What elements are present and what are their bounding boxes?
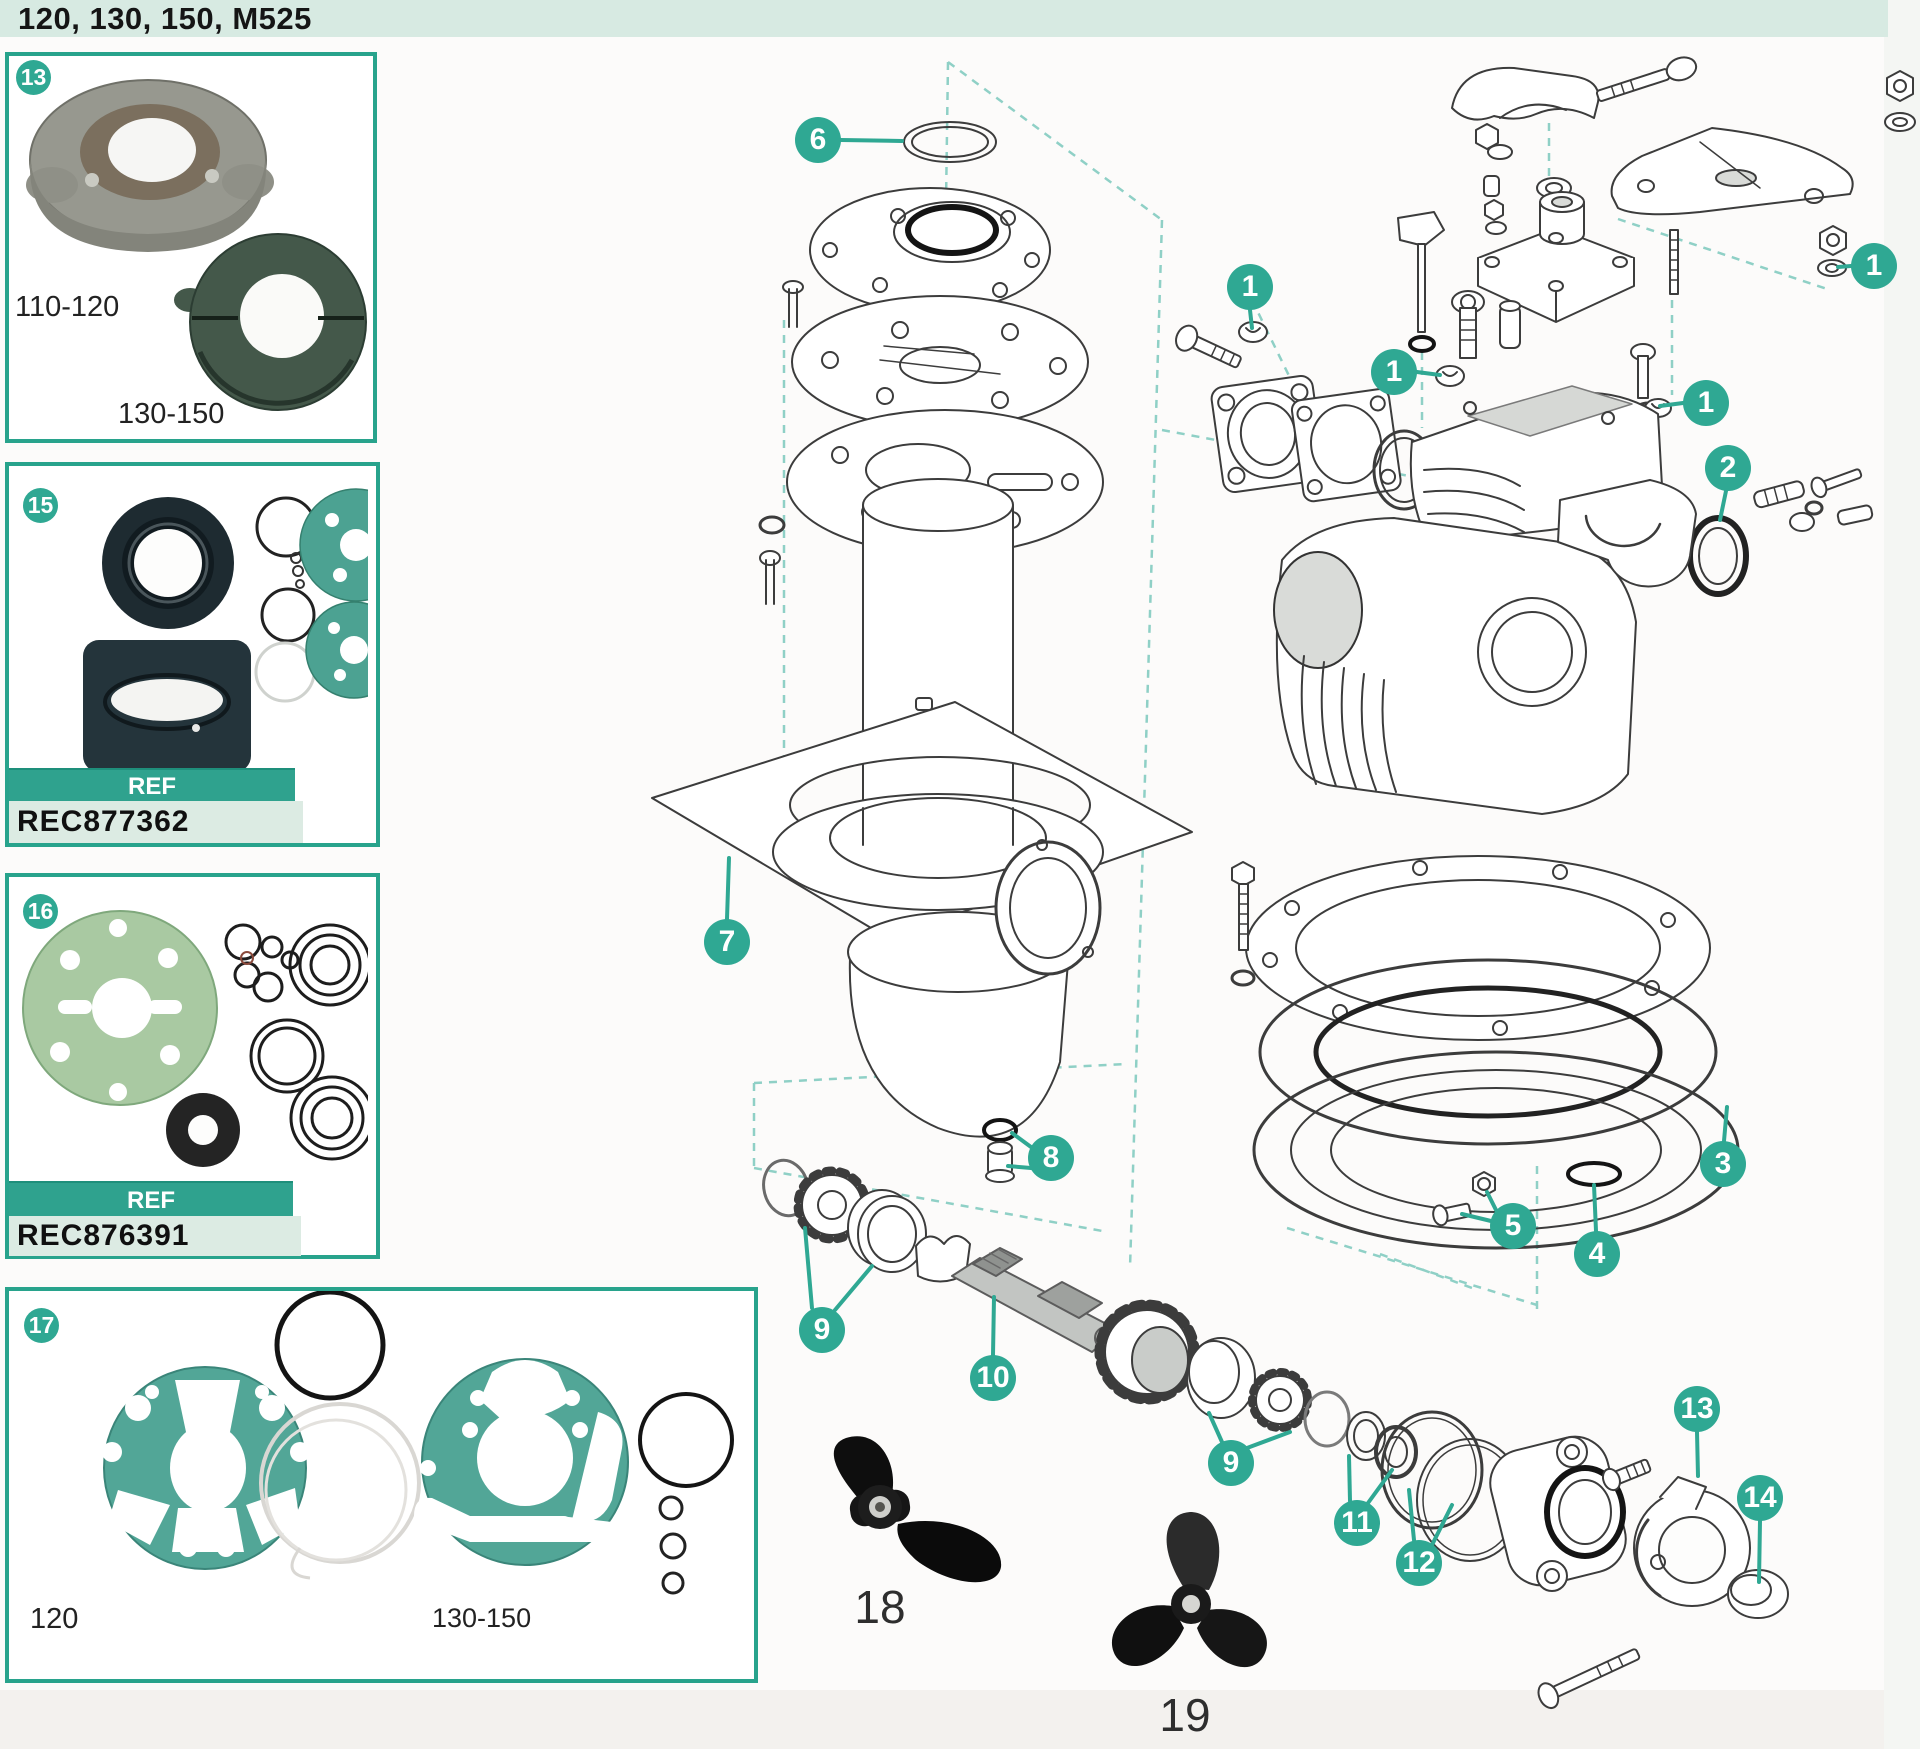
panel-badge-13: 13 <box>16 60 51 95</box>
callout-badge-5: 5 <box>1490 1203 1536 1249</box>
callout-badge-1: 1 <box>1227 264 1273 310</box>
callout-badge-14: 14 <box>1737 1475 1783 1521</box>
gasket-label-130-150: 130-150 <box>432 1603 532 1633</box>
page-right-band <box>1884 0 1920 1749</box>
ref-code-876391: REC876391 <box>9 1216 301 1256</box>
panel-badge-16: 16 <box>23 894 58 929</box>
callout-badge-9: 9 <box>799 1307 845 1353</box>
anode-label-130-150: 130-150 <box>118 398 225 430</box>
part-number-18: 18 <box>854 1581 906 1633</box>
callout-badge-1: 1 <box>1683 380 1729 426</box>
panel-badge-17: 17 <box>24 1308 59 1343</box>
callout-badge-7: 7 <box>704 919 750 965</box>
callout-badge-2: 2 <box>1705 445 1751 491</box>
gasket-label-120: 120 <box>30 1603 79 1635</box>
header-bar: 120, 130, 150, M525 <box>0 0 1888 37</box>
callout-badge-4: 4 <box>1574 1231 1620 1277</box>
ref-code-877362: REC877362 <box>9 801 303 843</box>
callout-badge-1: 1 <box>1371 349 1417 395</box>
panel-badge-15: 15 <box>23 488 58 523</box>
callout-badge-1: 1 <box>1851 243 1897 289</box>
callout-badge-9: 9 <box>1208 1440 1254 1486</box>
anode-label-110-120: 110-120 <box>15 291 120 323</box>
ref-band-15: REF <box>9 768 295 803</box>
callout-badge-12: 12 <box>1396 1540 1442 1586</box>
ref-band-16: REF <box>9 1181 293 1218</box>
callout-badge-8: 8 <box>1028 1135 1074 1181</box>
callout-badge-6: 6 <box>795 117 841 163</box>
callout-badge-10: 10 <box>970 1355 1016 1401</box>
page-title: 120, 130, 150, M525 <box>18 1 312 36</box>
callout-badge-3: 3 <box>1700 1141 1746 1187</box>
callout-badge-11: 11 <box>1334 1500 1380 1546</box>
part-number-19: 19 <box>1159 1689 1211 1741</box>
callout-badge-13: 13 <box>1674 1386 1720 1432</box>
page-bottom-band <box>0 1690 1920 1749</box>
